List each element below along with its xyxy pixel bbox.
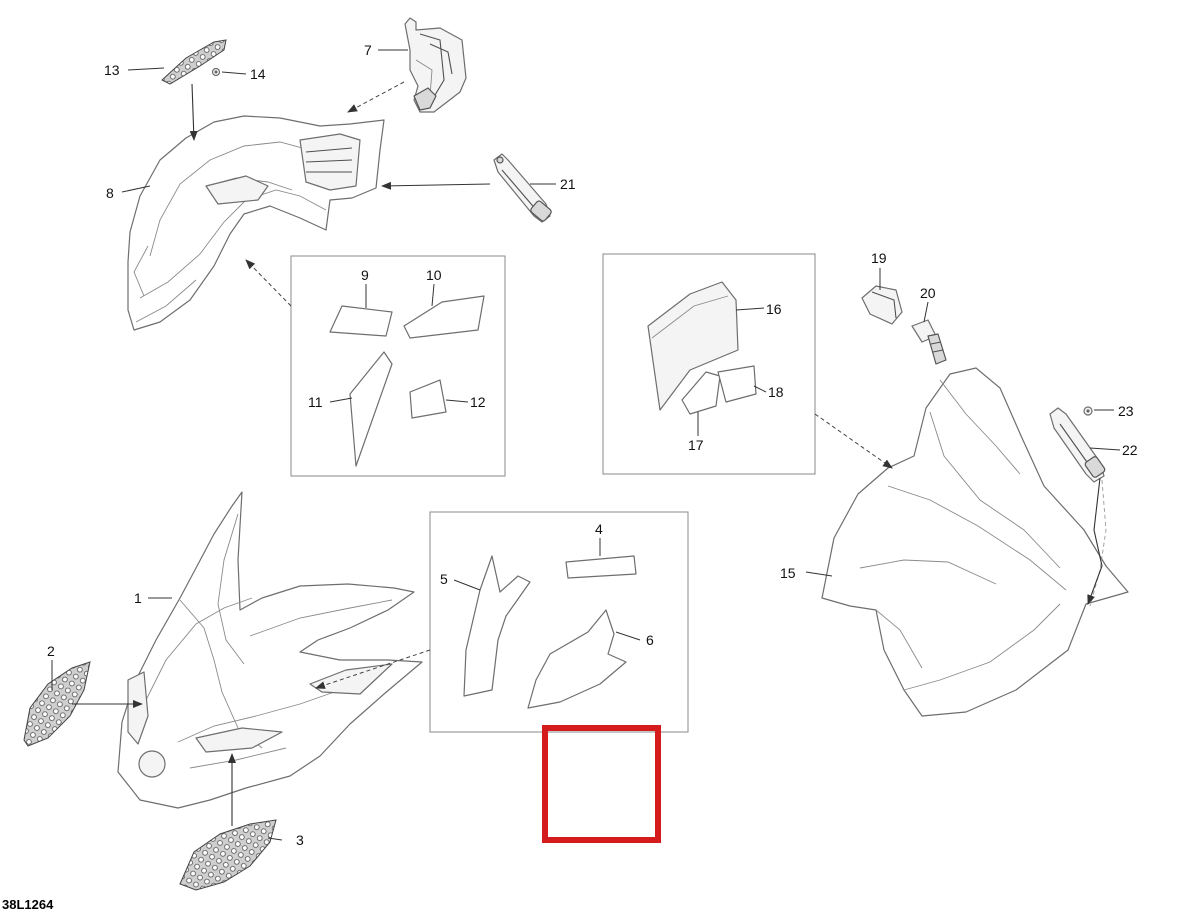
part-13-small-grille — [161, 39, 227, 85]
part-19-clip — [861, 285, 903, 325]
kit-box-4-6 — [429, 511, 689, 733]
callout-13: 13 — [104, 62, 120, 78]
callout-5: 5 — [440, 571, 448, 587]
callout-10: 10 — [426, 267, 442, 283]
callout-1: 1 — [134, 590, 142, 606]
part-14-nut — [211, 67, 221, 77]
callout-18: 18 — [768, 384, 784, 400]
callout-22: 22 — [1122, 442, 1138, 458]
callout-3: 3 — [296, 832, 304, 848]
callout-labels: 1 2 3 4 5 6 7 8 9 10 11 12 13 14 15 16 1… — [47, 42, 1138, 848]
kit-box-16-18 — [602, 253, 816, 475]
part-20-fastener — [911, 319, 947, 365]
callout-4: 4 — [595, 521, 603, 537]
part-10-decal — [403, 295, 485, 339]
kit-box-9-12 — [290, 255, 506, 477]
callout-11: 11 — [308, 394, 323, 410]
part-4-decal — [565, 555, 637, 579]
callout-12: 12 — [470, 394, 486, 410]
callout-23: 23 — [1118, 403, 1134, 419]
part-8-upper-fairing — [127, 115, 385, 331]
part-16-panel — [647, 281, 739, 411]
part-6-decal — [527, 609, 627, 709]
part-7-bracket — [404, 17, 467, 113]
part-23-nut — [1083, 406, 1093, 416]
callout-16: 16 — [766, 301, 782, 317]
part-15-windshield — [821, 367, 1129, 717]
callout-21: 21 — [560, 176, 576, 192]
part-5-decal — [463, 555, 531, 697]
callout-6: 6 — [646, 632, 654, 648]
callout-9: 9 — [361, 267, 369, 283]
callout-14: 14 — [250, 66, 266, 82]
callout-20: 20 — [920, 285, 936, 301]
callout-15: 15 — [780, 565, 796, 581]
callout-19: 19 — [871, 250, 887, 266]
callout-2: 2 — [47, 643, 55, 659]
part-21-strap — [493, 153, 552, 223]
part-22-strap — [1049, 407, 1106, 483]
part-2-left-grille — [23, 661, 91, 747]
diagram-reference-code: 38L1264 — [2, 897, 54, 912]
part-17-panel — [681, 371, 721, 415]
part-18-panel — [717, 365, 757, 403]
part-11-decal — [349, 351, 393, 467]
callout-8: 8 — [106, 185, 114, 201]
highlight-box — [542, 725, 661, 843]
callout-7: 7 — [364, 42, 372, 58]
part-1-front-hood — [117, 491, 423, 809]
assembly-arrows — [72, 81, 1103, 826]
part-9-decal — [329, 305, 393, 337]
callout-17: 17 — [688, 437, 704, 453]
part-3-lower-grille — [179, 819, 277, 891]
callout-leaders — [51, 49, 1121, 841]
part-12-decal — [409, 379, 447, 419]
